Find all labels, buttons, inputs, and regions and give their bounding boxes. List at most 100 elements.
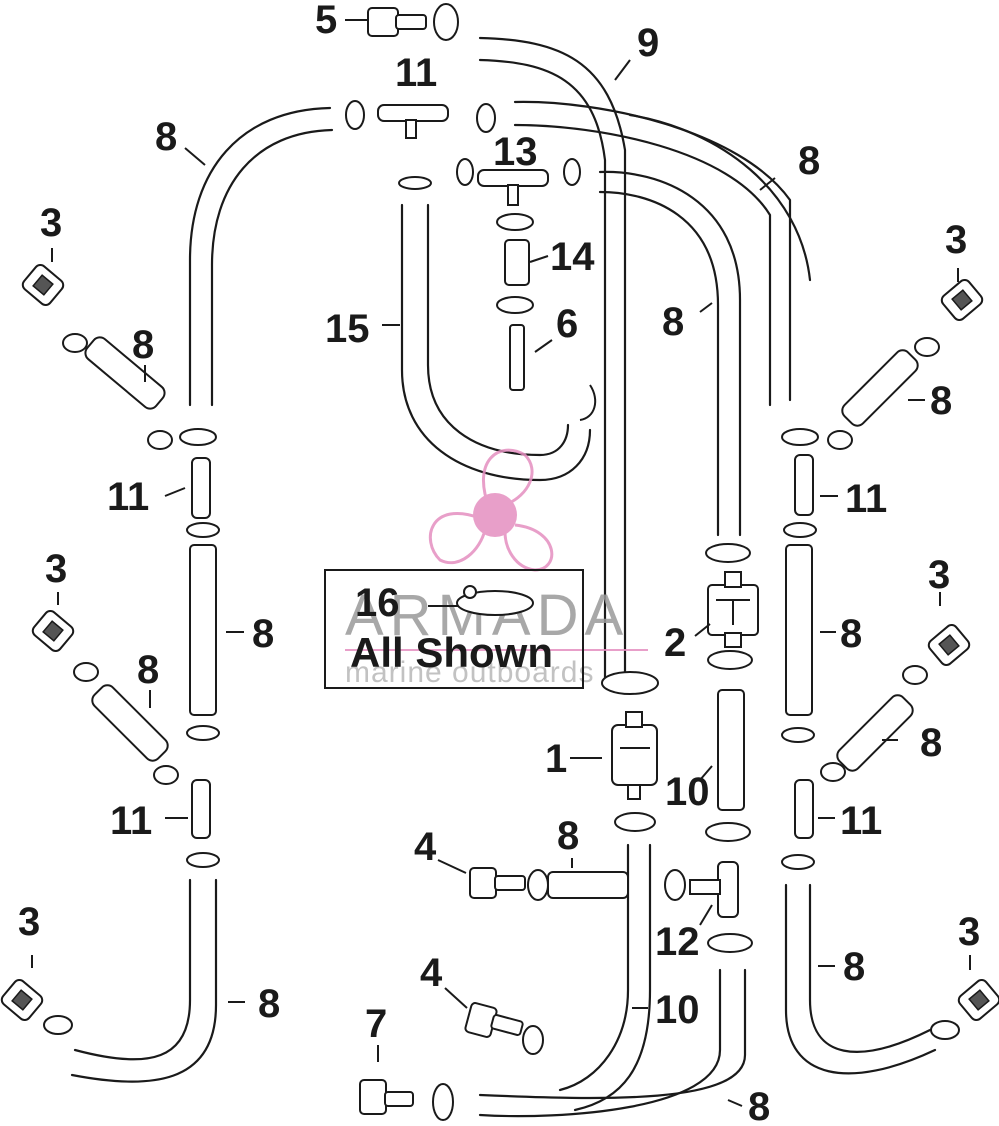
callout-10: 10 (655, 988, 700, 1032)
connector-3 (957, 979, 999, 1021)
hose-8-center-lower-inner (573, 843, 652, 1112)
clamp (914, 337, 940, 357)
hose-8-diag-right-2 (836, 694, 914, 772)
clamp (614, 812, 656, 832)
hose-10-lower (478, 968, 722, 1118)
hose-8-top-left-inner (210, 128, 334, 407)
hose-8-bottom-left-inner (70, 878, 218, 1083)
hose-8-center-lower (558, 843, 630, 1092)
clamp (930, 1020, 960, 1040)
hose-9 (478, 36, 627, 682)
hose-8-bottom-right-inner (808, 883, 932, 1053)
propeller-logo (428, 448, 554, 572)
tee-11-right-upper (794, 454, 814, 516)
clamps-group (43, 3, 960, 1121)
tee-12-stem (689, 879, 721, 895)
callout-8: 8 (258, 982, 280, 1026)
callout-8: 8 (132, 323, 154, 367)
tee-13-stem (507, 184, 519, 206)
callout-12: 12 (655, 920, 700, 964)
hose-8-top-right-a-inner (513, 123, 772, 407)
hose-8-left-mid (189, 544, 217, 716)
clamp (476, 103, 496, 133)
clamp (707, 933, 753, 953)
hose-8-top-left (188, 106, 332, 407)
callout-14: 14 (550, 235, 595, 279)
hose-8-diag-left-1 (84, 336, 166, 410)
callout-8: 8 (798, 139, 820, 183)
connectors-group (0, 7, 999, 1115)
filter-1 (611, 711, 658, 800)
callout-13: 13 (493, 130, 538, 174)
connector-3 (31, 610, 75, 652)
note-box-frame (324, 569, 584, 689)
connector-3 (940, 279, 984, 321)
callout-11: 11 (840, 799, 882, 843)
clamp (186, 522, 220, 538)
connector-3 (927, 624, 971, 666)
callout-8: 8 (843, 945, 865, 989)
clamp (707, 650, 753, 670)
callout-11: 11 (110, 799, 152, 843)
clamp (781, 727, 815, 743)
clamp (456, 158, 474, 186)
hose-8-top-right-b (628, 113, 812, 282)
callout-8: 8 (252, 612, 274, 656)
filter-2 (707, 571, 759, 648)
clamp (43, 1015, 73, 1035)
hose-8-short (547, 871, 629, 899)
hose-10-lower-inner (478, 968, 747, 1100)
clamp (147, 430, 173, 450)
callout-1: 1 (545, 737, 567, 781)
clamp (186, 725, 220, 741)
callout-8: 8 (930, 379, 952, 423)
watermark-tagline: marine outboards (345, 656, 594, 689)
callout-9: 9 (637, 21, 659, 65)
clamp (496, 296, 534, 314)
tee-11-left-upper (191, 457, 211, 519)
callout-8: 8 (748, 1085, 770, 1126)
clamp (781, 854, 815, 870)
clamp (62, 333, 88, 353)
connector-4 (464, 1002, 524, 1038)
callout-3: 3 (928, 553, 950, 597)
callout-11: 11 (395, 51, 437, 95)
tee-11-right-lower (794, 779, 814, 839)
clamp (820, 762, 846, 782)
callout-6: 6 (556, 302, 578, 346)
callout-8: 8 (840, 612, 862, 656)
clamp (705, 543, 751, 563)
callout-11: 11 (845, 477, 887, 521)
callout-7: 7 (365, 1002, 387, 1046)
connector-3 (0, 979, 44, 1021)
hose-10-center (717, 689, 745, 811)
clamp (345, 100, 365, 130)
hose-8-diag-right-1 (841, 349, 919, 427)
clamp-16 (456, 590, 534, 616)
hose-8-bottom-left (73, 878, 192, 1061)
note-box-number: 16 (355, 581, 400, 625)
callout-8: 8 (662, 300, 684, 344)
callout-3: 3 (45, 547, 67, 591)
callout-8: 8 (155, 115, 177, 159)
clamp (902, 665, 928, 685)
callout-10: 10 (665, 770, 710, 814)
clamp (601, 671, 659, 695)
callout-8: 8 (557, 814, 579, 858)
tee-11-top-stem (405, 119, 417, 139)
hose-15-inner (426, 203, 570, 457)
callout-3: 3 (945, 218, 967, 262)
clamp (179, 428, 217, 446)
hose-8-diag-left-2 (91, 684, 169, 762)
clamp (527, 869, 549, 901)
callout-8: 8 (137, 648, 159, 692)
hose-8-bottom-right (784, 883, 937, 1075)
note-box: 16 All Shown (324, 569, 584, 689)
connector-5 (367, 7, 427, 37)
note-box-text: All Shown (350, 629, 553, 676)
clamp (563, 158, 581, 186)
tee-11-left-lower (191, 779, 211, 839)
clamp (186, 852, 220, 868)
hose-14 (504, 239, 530, 286)
tee-11-top (377, 104, 449, 122)
